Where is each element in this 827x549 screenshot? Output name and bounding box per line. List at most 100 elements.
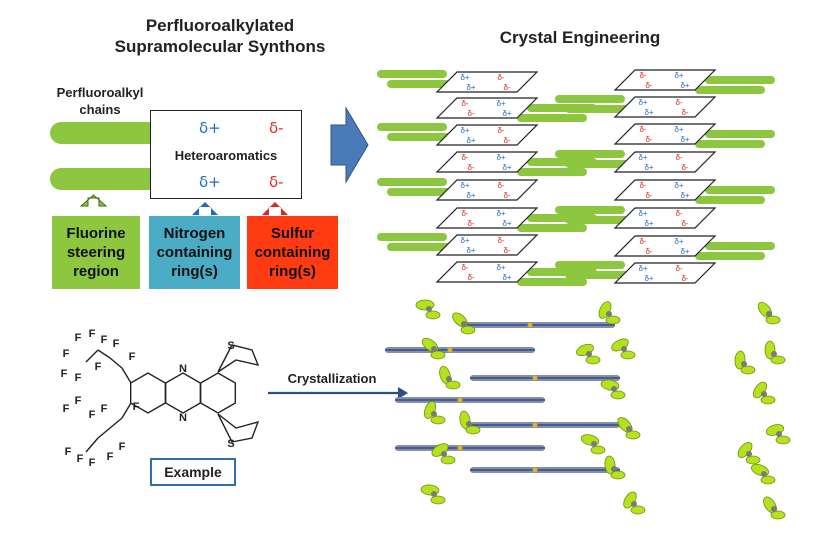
- stack-plate: [435, 234, 539, 256]
- fluorine-ellipsoid: [460, 325, 476, 335]
- stack-chain: [387, 188, 457, 196]
- fluorine-ellipsoid: [765, 315, 781, 325]
- carbon-atom: [771, 351, 777, 357]
- fluorine-ellipsoid: [445, 380, 461, 390]
- stack-plate: [613, 69, 717, 91]
- carbon-atom: [621, 346, 627, 352]
- fluorine-ellipsoid: [585, 355, 601, 365]
- stack-delta: δ+: [466, 246, 475, 255]
- stack-delta: δ+: [644, 108, 653, 117]
- bond: [85, 437, 99, 453]
- stack-chain: [705, 186, 775, 194]
- sulfur-marker: [532, 467, 538, 473]
- stack-layer-11: δ+δ+δ-δ-: [555, 95, 717, 118]
- carbon-atom: [761, 471, 767, 477]
- stack-layer-16: δ-δ-δ+δ+: [613, 235, 775, 260]
- nitrogen-up-arrow: [192, 202, 218, 215]
- stack-delta: δ-: [639, 237, 646, 246]
- stack-delta: δ-: [467, 109, 474, 118]
- stack-plate: [435, 151, 539, 173]
- fluorine-ellipsoid: [740, 365, 756, 375]
- fluorine-ellipsoid: [465, 425, 481, 435]
- synthons-title: Perfluoroalkylated Supramolecular Syntho…: [95, 15, 345, 57]
- carbon-atom: [591, 441, 597, 447]
- stack-delta: δ-: [675, 153, 682, 162]
- stack-chain: [695, 86, 765, 94]
- crystal-engineering-title: Crystal Engineering: [499, 28, 661, 47]
- fluorine-atom: F: [75, 372, 82, 384]
- fluorine-up-arrow: [79, 194, 108, 207]
- stack-chain: [377, 233, 447, 241]
- fluorine-steering-region: Fluorine steering region: [52, 216, 140, 289]
- sulfur-ring-region: Sulfur containing ring(s): [247, 216, 338, 289]
- sulfur-marker: [532, 422, 538, 428]
- synthons-title-line2: Supramolecular Synthons: [114, 37, 326, 56]
- stacked-molecule-core: [470, 424, 620, 426]
- fluorine-ellipsoid: [610, 390, 626, 400]
- fluorine-ellipsoid: [745, 455, 761, 465]
- stack-plate: [435, 261, 539, 283]
- stack-plate: [613, 262, 717, 284]
- fluorine-ellipsoid: [580, 434, 600, 446]
- sulfur-marker: [457, 397, 463, 403]
- stack-delta: δ+: [674, 181, 683, 190]
- fluorine-atom: F: [77, 453, 84, 465]
- stack-chain: [565, 105, 635, 113]
- stack-plate: [613, 151, 717, 173]
- stack-chain: [517, 278, 587, 286]
- synthons-title-line1: Perfluoroalkylated: [145, 16, 295, 35]
- fluorine-atom: F: [101, 334, 108, 346]
- bond: [97, 349, 111, 359]
- fluorine-atom: F: [89, 409, 96, 421]
- stack-delta: δ-: [675, 209, 682, 218]
- stack-delta: δ-: [461, 209, 468, 218]
- stack-delta: δ+: [496, 209, 505, 218]
- stack-layer-1: δ-δ-δ+δ+: [435, 97, 597, 122]
- stack-delta: δ-: [461, 99, 468, 108]
- carbon-atom: [466, 421, 472, 427]
- carbon-atom: [776, 431, 782, 437]
- bond: [109, 357, 123, 369]
- stack-delta: δ+: [644, 219, 653, 228]
- stack-layer-10: δ-δ-δ+δ+: [613, 69, 775, 94]
- stack-chain: [555, 261, 625, 269]
- stack-delta: δ-: [645, 191, 652, 200]
- stack-delta: δ+: [502, 109, 511, 118]
- stack-delta: δ-: [503, 191, 510, 200]
- carbon-atom: [611, 386, 617, 392]
- stack-plate: [613, 123, 717, 145]
- stacked-molecule-core: [470, 469, 620, 471]
- stack-delta: δ-: [639, 125, 646, 134]
- fluorine-atom: F: [129, 351, 136, 363]
- stack-chain: [705, 242, 775, 250]
- stack-layer-2: δ+δ+δ-δ-: [377, 123, 539, 146]
- fluorine-atom: F: [75, 395, 82, 407]
- stack-delta: δ-: [497, 73, 504, 82]
- fluorine-atom: F: [61, 368, 68, 380]
- fluorine-atom: F: [65, 446, 72, 458]
- stack-plate: [435, 97, 539, 119]
- carbon-atom: [461, 321, 467, 327]
- stack-chain: [695, 252, 765, 260]
- carbon-atom: [586, 351, 592, 357]
- stack-delta: δ+: [638, 98, 647, 107]
- stack-delta: δ-: [675, 264, 682, 273]
- stack-layer-4: δ+δ+δ-δ-: [377, 178, 539, 201]
- thiophene-ring-lower: [217, 413, 260, 443]
- stack-delta: δ+: [674, 237, 683, 246]
- perfluoroalkyl-chains-label: Perfluoroalkyl chains: [45, 84, 155, 118]
- stack-delta: δ-: [503, 246, 510, 255]
- heteroaromatics-label: Heteroaromatics: [174, 148, 278, 163]
- carbon-atom: [741, 361, 747, 367]
- delta-plus-bottom: δ+: [199, 173, 221, 191]
- stack-delta: δ+: [460, 181, 469, 190]
- central-ring: [199, 372, 237, 414]
- sulfur-marker: [457, 445, 463, 451]
- stack-chain: [555, 95, 625, 103]
- fluorine-atom: F: [95, 361, 102, 373]
- fluorine-ellipsoid: [630, 505, 646, 515]
- stack-plate: [613, 235, 717, 257]
- fluorine-atom: F: [89, 328, 96, 340]
- stack-chain: [517, 168, 587, 176]
